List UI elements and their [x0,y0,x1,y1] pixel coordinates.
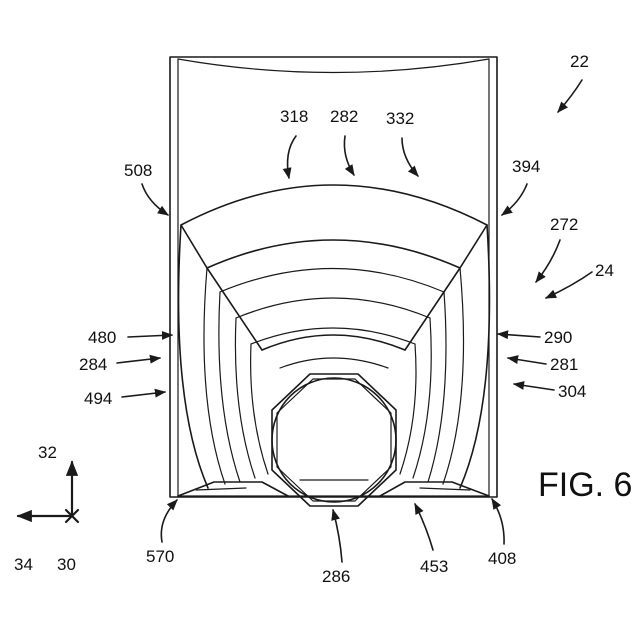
right-foot-inner [420,488,470,490]
ref-272: 272 [550,215,578,234]
right-wing-curve-5 [400,344,416,474]
ref-332: 332 [386,109,414,128]
sector-arc-4 [251,328,415,344]
left-wing-curve-2 [204,268,225,484]
ref-408: 408 [488,549,516,568]
leader-arrows [117,80,592,562]
ref-282: 282 [330,107,358,126]
octagon-outline [272,374,396,506]
sector-arc-3 [236,298,430,318]
leader-290 [498,334,540,337]
sector-arc-2 [220,269,444,293]
leader-272 [536,240,560,282]
ref-22: 22 [570,52,589,71]
ref-24: 24 [595,261,614,280]
housing-top-curve [178,59,489,73]
ref-290: 290 [544,328,572,347]
ref-281: 281 [550,355,578,374]
ref-494: 494 [84,389,112,408]
ref-32: 32 [38,443,57,462]
leader-282 [344,136,354,175]
ref-30: 30 [57,555,76,574]
ref-508: 508 [124,161,152,180]
leader-318 [288,136,296,178]
leader-24 [546,272,592,298]
leader-281 [508,358,546,364]
ref-286: 286 [322,567,350,586]
ref-453: 453 [420,557,448,576]
sector-arcs [181,185,487,368]
sector-inner-arc [262,335,405,350]
left-foot-inner [196,488,246,490]
leader-332 [402,138,418,176]
central-circle [272,378,396,502]
leader-494 [122,392,165,397]
octagon-inner-outline [277,379,391,501]
ref-34: 34 [14,555,33,574]
figure-label: FIG. 6 [538,466,632,504]
left-wing-curve-1 [179,225,208,488]
leader-508 [142,184,168,215]
leader-394 [502,184,527,215]
ref-318: 318 [280,107,308,126]
leader-480 [128,335,172,337]
ref-480: 480 [88,328,116,347]
leader-304 [514,384,554,390]
leader-408 [492,499,504,544]
leader-286 [333,510,342,562]
ref-284: 284 [79,355,107,374]
right-wing-curve-2 [443,268,464,484]
left-wing-curve-5 [251,344,268,474]
right-wing-curve-1 [460,225,489,488]
center-port [272,374,396,506]
leader-570 [161,500,177,542]
leader-284 [117,358,160,363]
sector-outer-band [181,185,487,268]
ref-394: 394 [512,157,540,176]
leader-453 [415,504,433,550]
sector-hub-arc [280,358,388,368]
ref-570: 570 [146,547,174,566]
right-wing-curve-4 [413,318,431,478]
axis-triad [18,462,78,522]
ref-304: 304 [558,382,586,401]
side-wings [179,225,490,488]
leader-22 [558,80,582,112]
